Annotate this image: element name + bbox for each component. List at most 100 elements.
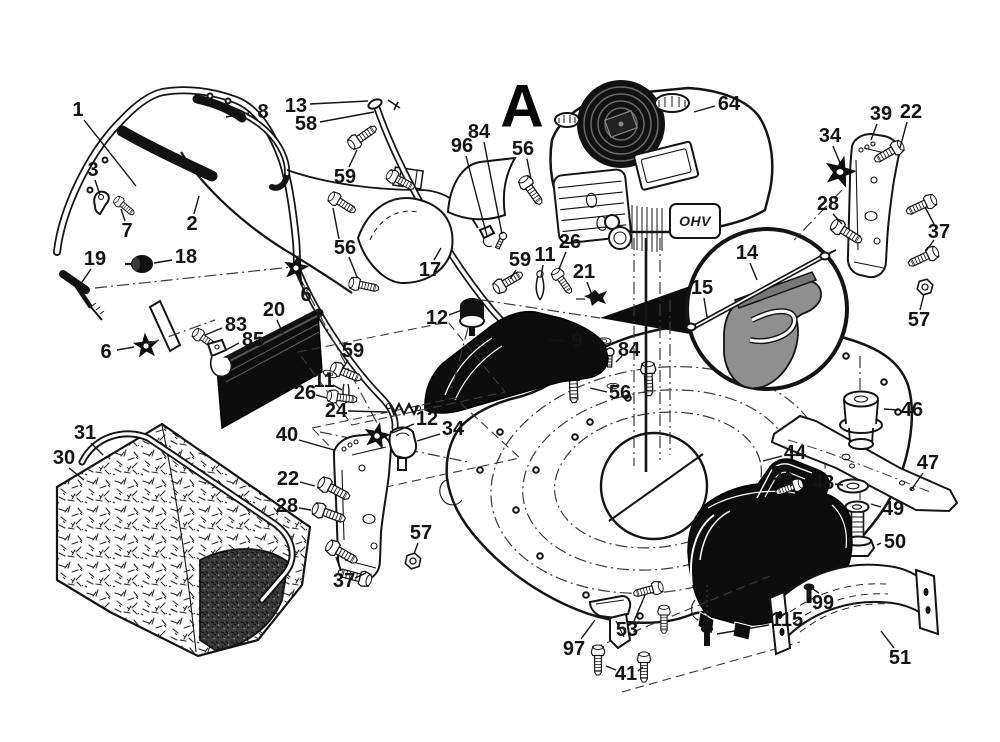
flange-nut [403, 550, 423, 572]
callout-leader-line [832, 145, 841, 164]
callout-leader-line [204, 327, 223, 336]
callout-leader-line [298, 439, 335, 451]
flange-bolt [548, 265, 577, 297]
callout-leader-line [335, 556, 342, 572]
part-number-callout: 9 [571, 330, 582, 352]
part-number-callout: 22 [277, 468, 299, 490]
part-number-callout: 3 [87, 159, 98, 181]
deck-hook-notch [439, 479, 463, 506]
callout-leader-line [749, 262, 758, 281]
part-number-callout: 22 [900, 101, 922, 123]
callout-leader-line [540, 264, 544, 278]
part-number-callout: 53 [771, 463, 793, 485]
callout-leader-line [332, 207, 340, 240]
callout-leader-line [637, 666, 644, 672]
callout-leader-line [548, 339, 565, 342]
callout-leader-line [703, 297, 708, 318]
part-number-callout: 39 [870, 103, 892, 125]
fuel-cap [654, 93, 690, 113]
callout-leader-line [225, 112, 250, 118]
cable-clip-dark [584, 290, 607, 306]
part-number-callout: 59 [334, 166, 356, 188]
throttle-cable [180, 151, 353, 294]
part-number-callout: 24 [325, 400, 348, 422]
debris-guard [325, 156, 548, 296]
callout-leader-line [526, 158, 532, 180]
callout-leader-line [899, 121, 908, 149]
part-number-callout: 84 [618, 339, 641, 361]
callout-leader-line [223, 342, 240, 352]
guard-bolt [347, 275, 381, 296]
part-number-callout: 58 [295, 113, 317, 135]
part-number-callout: 30 [53, 447, 75, 469]
callout-leader-line [153, 259, 173, 264]
hex-bolt [636, 651, 652, 683]
callout-leader-line [332, 384, 343, 391]
alignment-lines [94, 266, 601, 389]
callout-leader-line [465, 155, 488, 237]
part-number-callout: 26 [559, 231, 581, 253]
callout-leader-line [297, 273, 304, 286]
part-number-callout: 12 [416, 408, 438, 430]
callout-leader-line [68, 467, 85, 481]
callout-leader-line [834, 483, 844, 486]
part-number-callout: 57 [410, 522, 432, 544]
callout-leader-line [348, 149, 358, 168]
part-number-callout: 26 [294, 382, 316, 404]
door-bracket [206, 338, 228, 358]
callout-leader-line [94, 179, 101, 196]
bracket-bolt [903, 191, 940, 220]
part-number-callout: 7 [121, 220, 132, 242]
callout-leader-line [413, 542, 419, 555]
part-number-callout: 53 [616, 619, 638, 641]
deck-center-hole [599, 431, 709, 541]
part-number-callout: 56 [609, 382, 631, 404]
part-number-callout: 50 [884, 531, 906, 553]
part-number-callout: 56 [512, 138, 534, 160]
part-number-callout: 48 [812, 472, 834, 494]
part-number-callout: 31 [74, 422, 96, 444]
pivot-hardware-center [490, 265, 607, 306]
part-number-callout: 17 [419, 259, 441, 281]
callout-leader-line [883, 408, 899, 411]
callout-leader-line [116, 346, 135, 351]
bag-opening [199, 548, 289, 651]
discharge-cover [424, 310, 609, 414]
part-number-callout: 40 [276, 424, 298, 446]
callout-leader-line [586, 281, 593, 296]
carriage-bolt [344, 120, 381, 153]
callout-leader-line [299, 481, 316, 487]
callout-leader-line [348, 256, 358, 278]
part-number-callout: 1 [72, 99, 83, 121]
callout-leader-line [924, 206, 935, 225]
ohv-badge: OHV [669, 203, 721, 239]
callout-leader-line [298, 507, 312, 511]
part-number-callout: 57 [908, 309, 930, 331]
screw-dark [701, 625, 713, 646]
callout-leader-line [448, 309, 463, 316]
callout-leader-line [812, 588, 820, 594]
callout-leader-line [785, 480, 793, 487]
callout-leader-line [558, 251, 567, 270]
callout-leader-line [347, 410, 388, 413]
engine: OHV [549, 80, 774, 472]
callout-leader-line [633, 594, 646, 622]
part-number-callout: 14 [736, 242, 759, 264]
part-number-callout: 51 [889, 647, 911, 669]
clip-screw [493, 230, 509, 251]
callout-leader-line [391, 423, 415, 434]
part-number-callout: 85 [242, 329, 264, 351]
part-number-callout: 19 [84, 248, 106, 270]
callout-leader-line [615, 355, 623, 363]
part-number-callout: 64 [718, 93, 741, 115]
support-bracket [588, 594, 632, 620]
cotter-pin [535, 275, 545, 301]
part-number-callout: 37 [333, 570, 355, 592]
rear-cover-assembly [588, 458, 940, 693]
bottom-hardware [588, 579, 815, 683]
part-number-callout: 84 [468, 121, 491, 143]
part-number-callout: 97 [563, 638, 585, 660]
part-number-callout: 59 [342, 340, 364, 362]
part-number-callout: 20 [263, 299, 285, 321]
